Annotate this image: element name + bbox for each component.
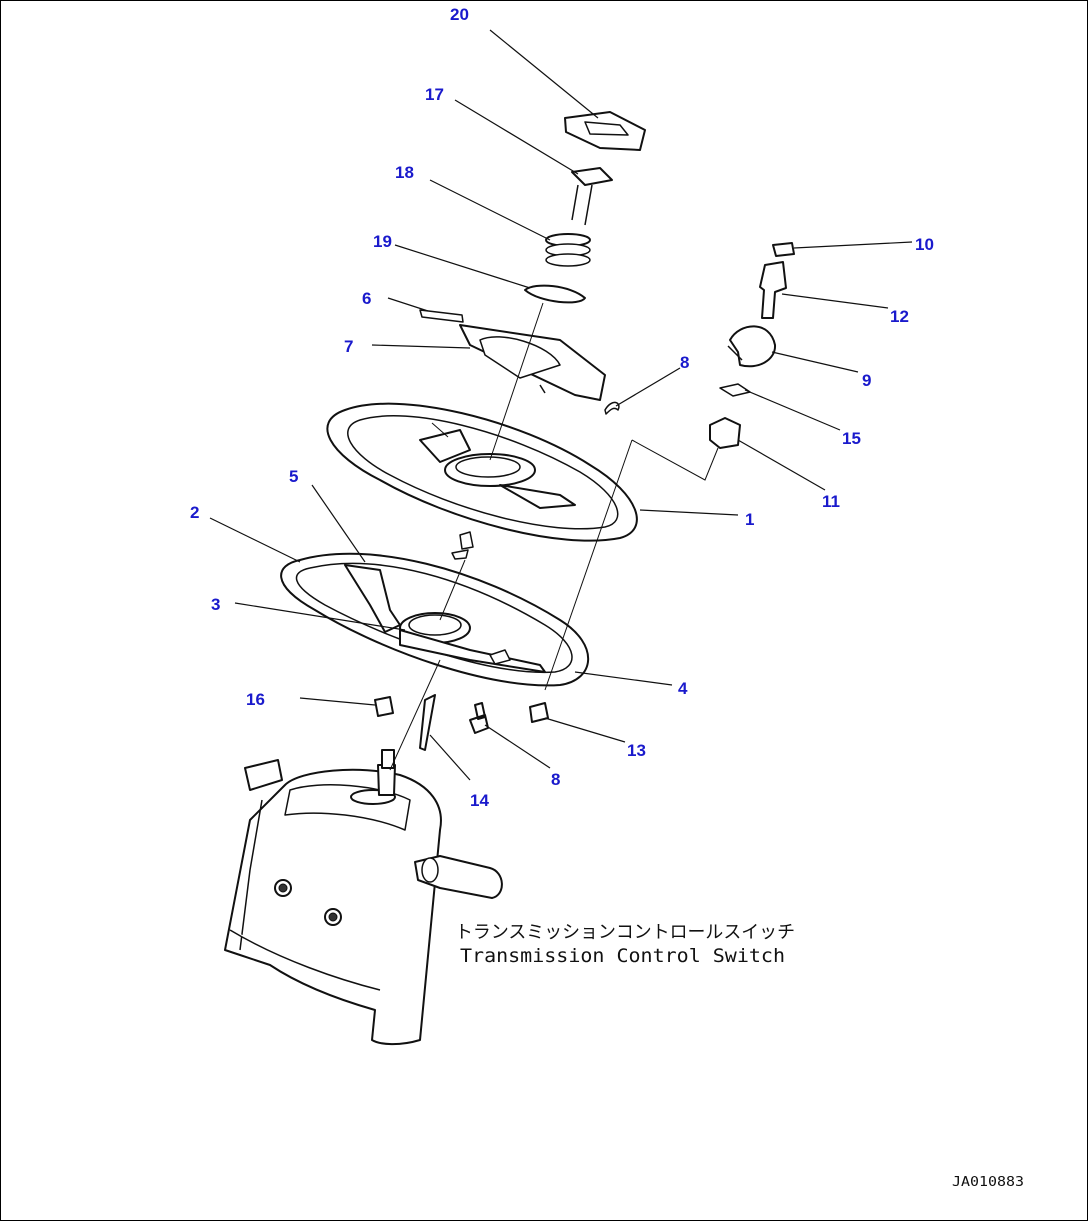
callout-17[interactable]: 17 bbox=[425, 85, 444, 104]
caption-japanese: トランスミッションコントロールスイッチ bbox=[455, 922, 795, 943]
spinner-knob bbox=[729, 325, 777, 368]
knob-cap bbox=[772, 242, 795, 257]
callout-11[interactable]: 11 bbox=[822, 492, 840, 511]
callout-9[interactable]: 9 bbox=[862, 371, 871, 390]
knob-shaft bbox=[759, 261, 787, 319]
hub-cover bbox=[459, 324, 606, 401]
callout-7[interactable]: 7 bbox=[344, 337, 353, 356]
horn-spring bbox=[545, 233, 591, 267]
bolt bbox=[469, 702, 489, 734]
retainer-ring bbox=[524, 284, 586, 304]
callout-15[interactable]: 15 bbox=[842, 429, 861, 448]
callout-1[interactable]: 1 bbox=[745, 510, 754, 529]
spring-clip-top bbox=[604, 401, 620, 415]
steering-wheel-lower bbox=[280, 552, 590, 687]
callout-6[interactable]: 6 bbox=[362, 289, 371, 308]
spring-pin bbox=[419, 694, 436, 751]
callout-16[interactable]: 16 bbox=[246, 690, 265, 709]
column-nut bbox=[374, 696, 394, 717]
callout-8-top[interactable]: 8 bbox=[680, 353, 689, 372]
callouts: 20 17 18 19 6 7 8 10 12 9 15 11 1 2 5 3 … bbox=[190, 5, 934, 810]
callout-10[interactable]: 10 bbox=[915, 235, 934, 254]
callout-20[interactable]: 20 bbox=[450, 5, 469, 24]
drawing-code: JA010883 bbox=[952, 1175, 1024, 1190]
steering-wheel-upper bbox=[326, 402, 638, 542]
callout-12[interactable]: 12 bbox=[890, 307, 909, 326]
hub-nut bbox=[459, 531, 474, 550]
nut bbox=[529, 702, 549, 723]
callout-3[interactable]: 3 bbox=[211, 595, 220, 614]
clip-part bbox=[419, 309, 464, 323]
callout-13[interactable]: 13 bbox=[627, 741, 646, 760]
callout-19[interactable]: 19 bbox=[373, 232, 392, 251]
callout-2[interactable]: 2 bbox=[190, 503, 199, 522]
callout-5[interactable]: 5 bbox=[289, 467, 298, 486]
callout-18[interactable]: 18 bbox=[395, 163, 414, 182]
steering-column bbox=[224, 749, 503, 1046]
caption-english: Transmission Control Switch bbox=[460, 945, 785, 967]
callout-8-bottom[interactable]: 8 bbox=[551, 770, 560, 789]
leader-lines bbox=[209, 29, 913, 781]
contact-plate bbox=[571, 167, 613, 186]
callout-14[interactable]: 14 bbox=[470, 791, 489, 810]
callout-4[interactable]: 4 bbox=[678, 679, 688, 698]
knob-base bbox=[709, 417, 741, 449]
